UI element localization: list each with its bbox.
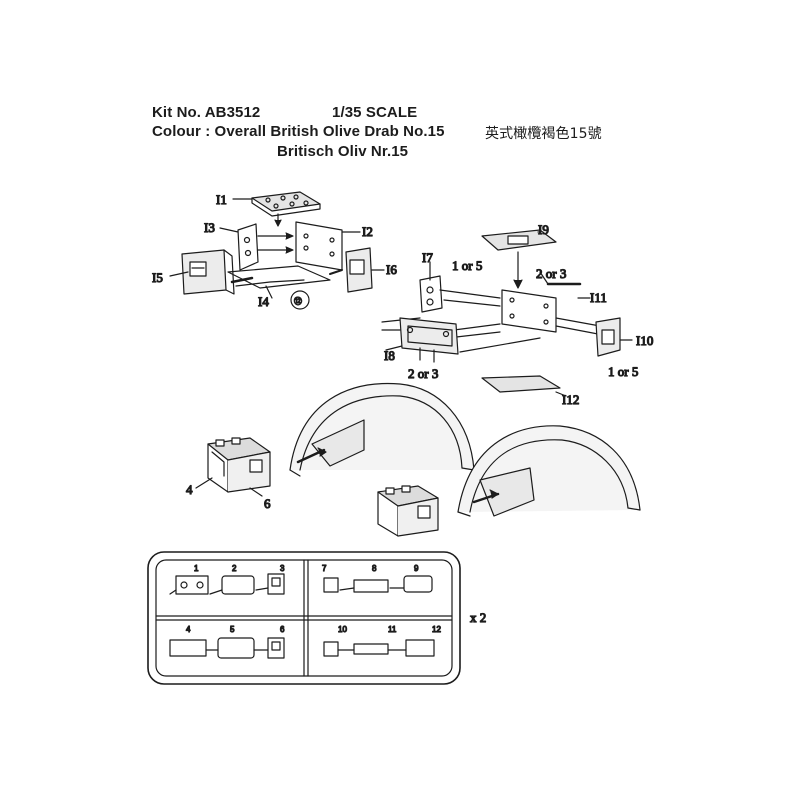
part-i12 — [481, 375, 561, 393]
label-1or5-bottom: 1 or 5 — [608, 364, 638, 379]
sprue-num-3: 3 — [280, 564, 285, 573]
sprue-multiplier: x 2 — [470, 610, 486, 625]
scale-label: 1/35 SCALE — [332, 104, 418, 121]
step-number: ⑫ — [294, 297, 302, 306]
sprue-frame — [147, 551, 461, 685]
label-2or3-top: 2 or 3 — [536, 266, 566, 281]
sprue-part-5 — [217, 637, 255, 659]
sprue-part-4 — [169, 639, 207, 657]
kit-number: Kit No. AB3512 — [152, 104, 261, 121]
sprue-num-9: 9 — [414, 564, 419, 573]
left-mudguard — [289, 382, 475, 477]
sprue-part-2 — [221, 575, 255, 595]
sprue-part-10 — [323, 641, 339, 657]
right-frame-assembly — [381, 229, 633, 397]
label-i10: I10 — [636, 333, 653, 348]
label-part-4: 4 — [186, 482, 193, 497]
label-2or3-bottom: 2 or 3 — [408, 366, 438, 381]
label-part-6: 6 — [264, 496, 271, 511]
sprue-num-4: 4 — [186, 625, 191, 634]
sprue-num-1: 1 — [194, 564, 199, 573]
sprue-num-8: 8 — [372, 564, 377, 573]
part-i1 — [251, 191, 321, 212]
label-i5: I5 — [152, 270, 163, 285]
sprue-num-12: 12 — [432, 625, 441, 634]
label-i6: I6 — [386, 262, 397, 277]
sprue-part-1 — [175, 575, 209, 595]
part-i2 — [295, 221, 343, 271]
right-mudguard — [457, 425, 641, 517]
part-i11 — [501, 289, 557, 333]
label-i4: I4 — [258, 294, 269, 309]
sprue-part-12 — [405, 639, 435, 657]
colour-chinese: 英式橄欖褐色15號 — [485, 126, 602, 142]
label-i9: I9 — [538, 222, 549, 237]
label-1or5-top: 1 or 5 — [452, 258, 482, 273]
sprue-num-2: 2 — [232, 564, 237, 573]
right-storage-box — [377, 485, 439, 537]
left-box-assembly — [169, 191, 385, 310]
label-i2: I2 — [362, 224, 373, 239]
label-i3: I3 — [204, 220, 215, 235]
sprue-num-10: 10 — [338, 625, 347, 634]
part-i4 — [227, 265, 331, 289]
sprue-part-3 — [267, 573, 285, 595]
label-i11: I11 — [590, 290, 607, 305]
label-i12: I12 — [562, 392, 579, 407]
sprue-num-5: 5 — [230, 625, 235, 634]
sprue-num-6: 6 — [280, 625, 285, 634]
left-storage-box — [195, 437, 271, 497]
label-i8: I8 — [384, 348, 395, 363]
sprue-num-11: 11 — [388, 625, 397, 634]
part-i7 — [419, 275, 443, 313]
part-i3 — [237, 223, 259, 271]
label-i7: I7 — [422, 250, 433, 265]
sprue-part-11 — [353, 643, 389, 655]
sprue-part-8 — [353, 579, 389, 593]
sprue-part-9 — [403, 575, 433, 593]
sprue-numbers: 1 2 3 4 5 6 7 8 9 10 11 12 — [185, 563, 442, 634]
colour-german: Britisch Oliv Nr.15 — [277, 143, 409, 160]
label-i1: I1 — [216, 192, 227, 207]
sprue-num-7: 7 — [322, 564, 327, 573]
sprue-part-7 — [323, 577, 339, 593]
colour-english: Colour : Overall British Olive Drab No.1… — [152, 123, 445, 140]
part-i8 — [399, 317, 459, 355]
sprue-part-6 — [267, 637, 285, 659]
